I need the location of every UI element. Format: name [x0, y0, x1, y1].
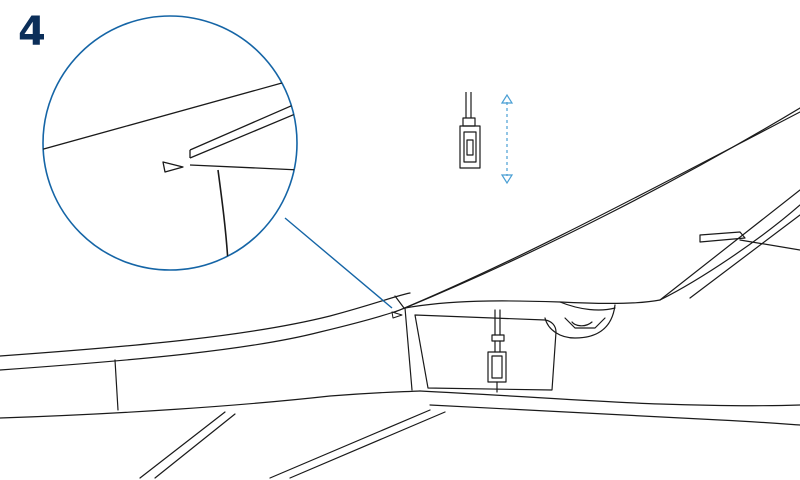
magnified-detail: [42, 15, 298, 271]
callout-leader: [284, 217, 393, 309]
plug-connector-icon: [459, 92, 481, 169]
wing: [394, 107, 800, 313]
installed-connector: [487, 309, 507, 393]
latch: [544, 304, 616, 339]
access-hatch: [414, 314, 557, 391]
fuselage: [0, 292, 800, 426]
up-down-arrow-icon: [500, 93, 514, 185]
step-number: 4: [18, 9, 46, 55]
struts: [139, 409, 446, 479]
